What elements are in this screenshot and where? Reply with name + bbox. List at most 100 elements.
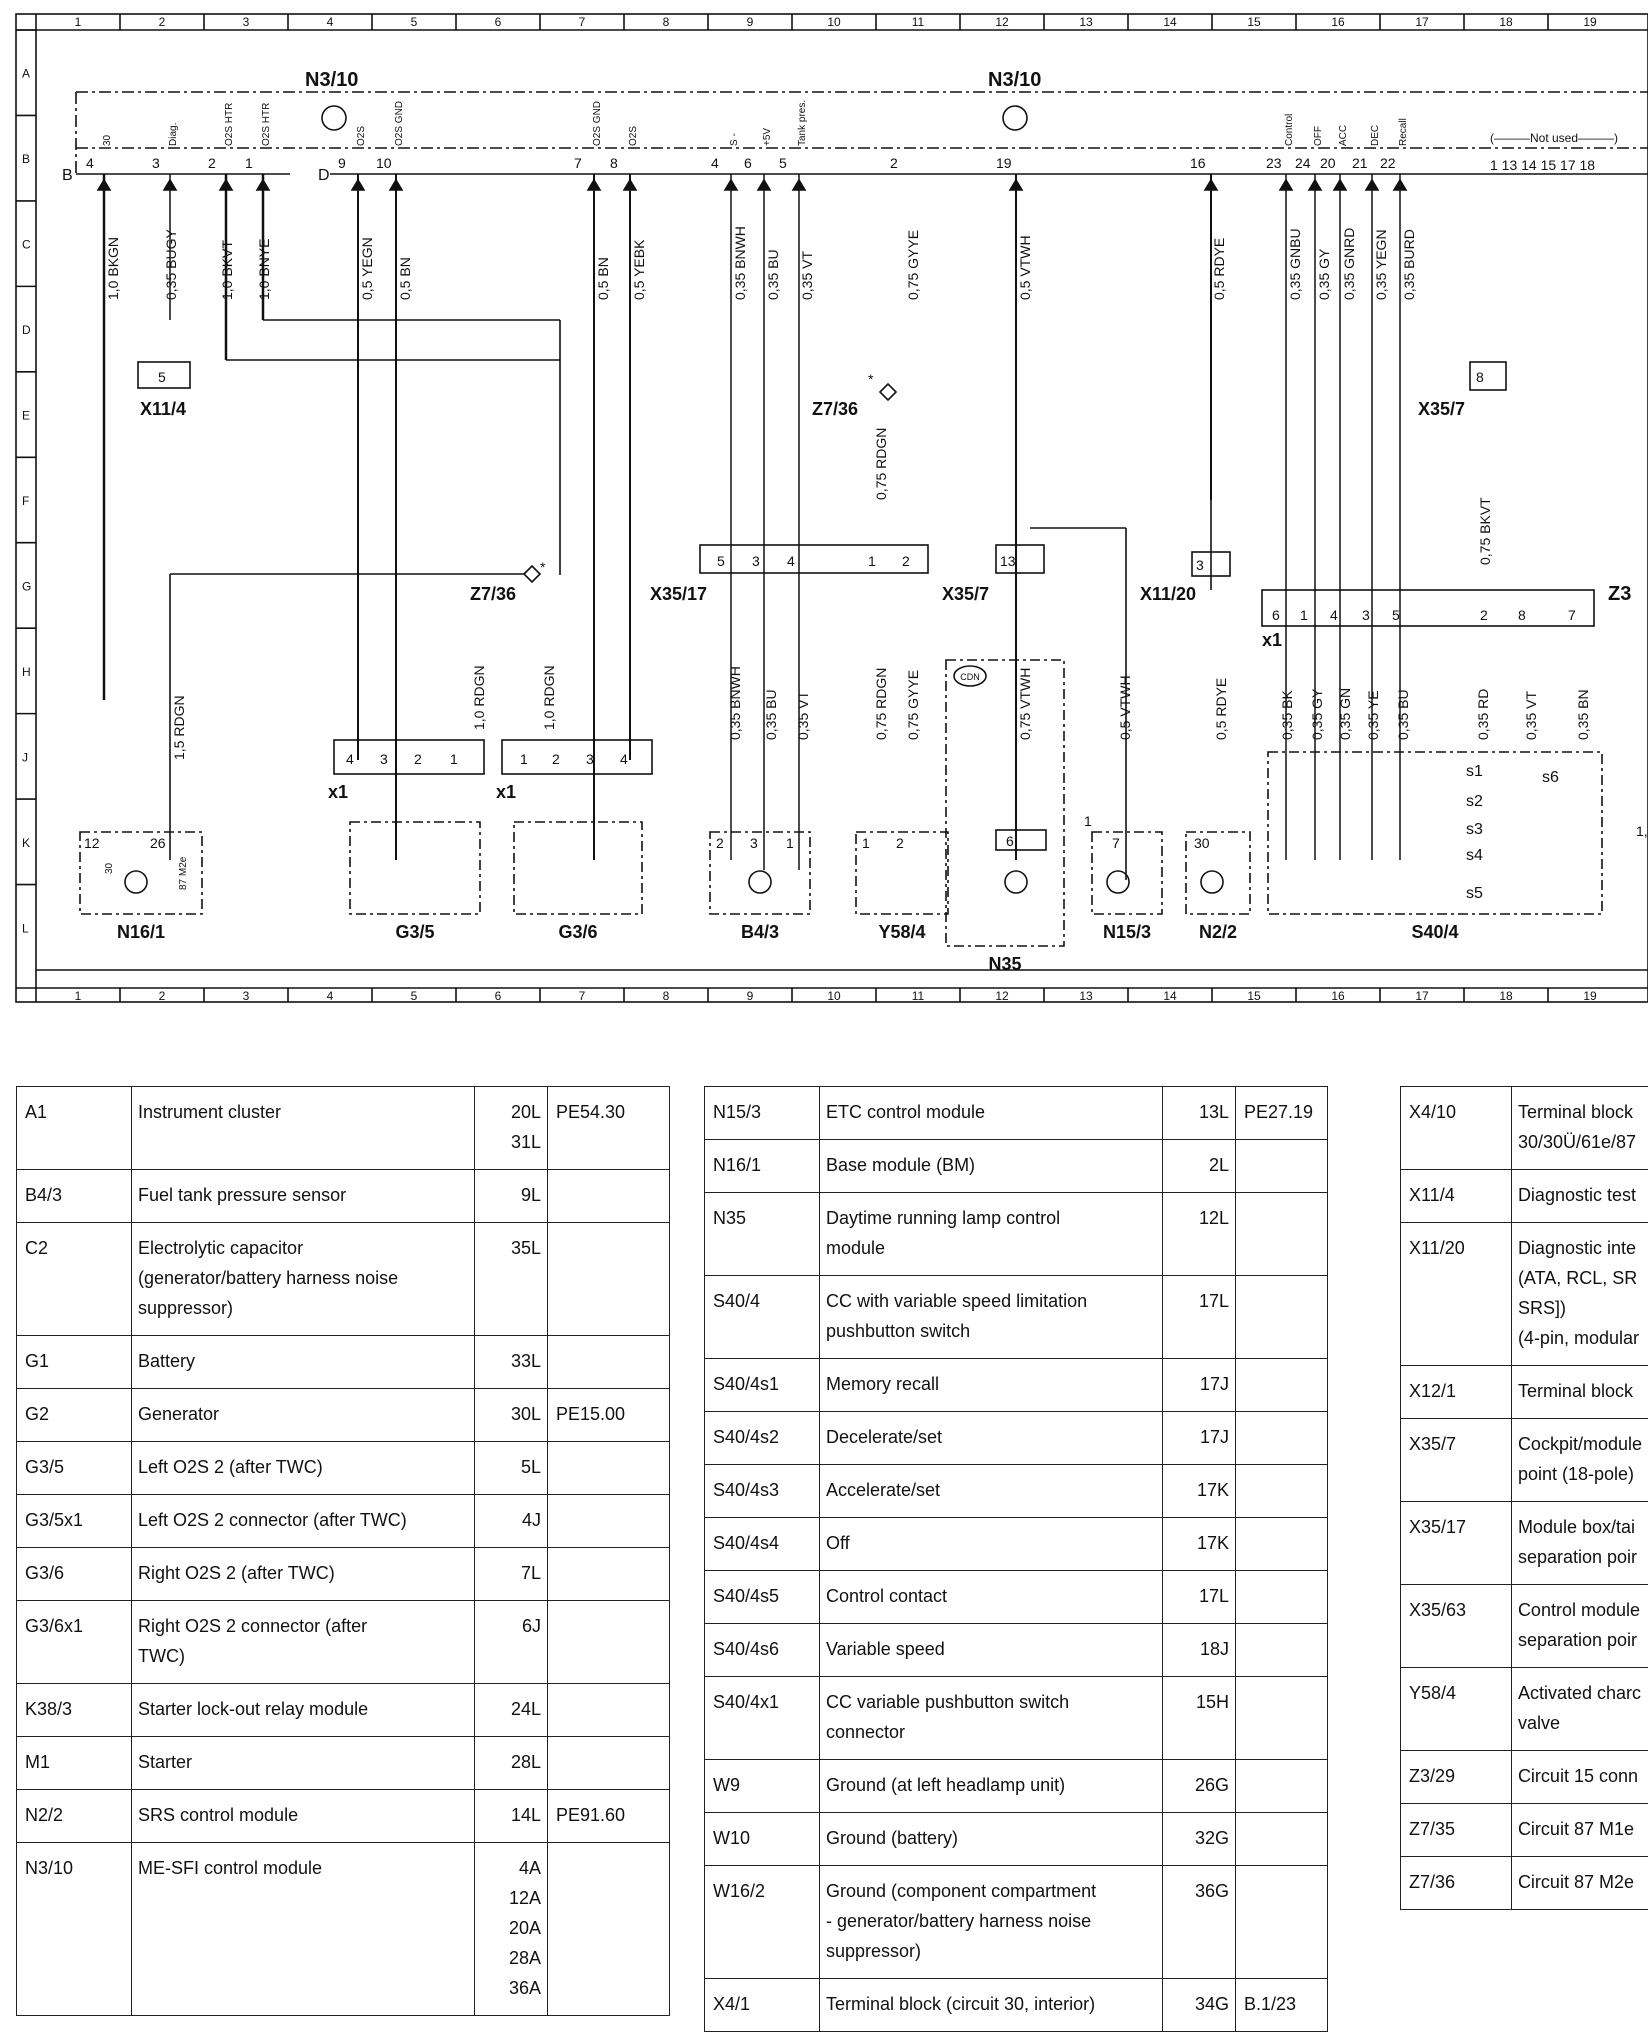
connector-pin: 2 (902, 553, 910, 569)
component-s40-4-label: S40/4 (1411, 922, 1458, 942)
legend-desc: CC with variable speed limitation pushbu… (820, 1276, 1163, 1359)
d-pin-number: 5 (779, 155, 787, 171)
b-pin-name: Diag. (168, 123, 179, 146)
grid-row-label: B (22, 152, 30, 166)
legend-code: X4/10 (1401, 1087, 1512, 1170)
legend-desc: Off (820, 1518, 1163, 1571)
wire-color-label: 1,0 RDGN (541, 665, 557, 730)
legend-ref (1236, 1813, 1328, 1866)
legend-code: S40/4s5 (705, 1571, 820, 1624)
grid-col-label: 13 (1079, 989, 1093, 1003)
grid-col-label: 4 (327, 989, 334, 1003)
switch-label: s5 (1466, 885, 1483, 902)
d-pin-number: 21 (1352, 155, 1368, 171)
legend-code: G2 (17, 1389, 132, 1442)
connector-label-z7-36: Z7/36 (812, 399, 858, 419)
star-mark: * (540, 559, 546, 575)
grid-row-label: H (22, 665, 31, 679)
grid-row-label: G (22, 579, 31, 593)
component-n16-1-label: N16/1 (117, 922, 165, 942)
legend-ref (548, 1495, 670, 1548)
legend-loc: 33L (475, 1336, 548, 1389)
d-pin-number: 10 (376, 155, 392, 171)
connector-pin: 3 (1362, 607, 1370, 623)
d-pin-number: 23 (1266, 155, 1282, 171)
legend-loc: 26G (1163, 1760, 1236, 1813)
legend-desc: Terminal block 30/30Ü/61e/87 (1511, 1087, 1648, 1170)
legend-ref: PE15.00 (548, 1389, 670, 1442)
grid-col-label: 1 (75, 15, 82, 29)
legend-desc: Decelerate/set (820, 1412, 1163, 1465)
d-pin-number: 20 (1320, 155, 1336, 171)
component-pin-box (996, 830, 1046, 850)
component-n35 (946, 660, 1064, 946)
legend-ref: PE54.30 (548, 1087, 670, 1170)
transistor-symbol (322, 106, 346, 130)
connector-pin: 2 (414, 751, 422, 767)
legend-desc: Daytime running lamp control module (820, 1193, 1163, 1276)
legend-code: W9 (705, 1760, 820, 1813)
legend-loc: 7L (475, 1548, 548, 1601)
grid-col-label: 7 (579, 15, 586, 29)
legend-desc: Accelerate/set (820, 1465, 1163, 1518)
component-g3-6 (514, 822, 642, 914)
legend-desc: Circuit 87 M1e (1511, 1804, 1648, 1857)
wire-color-label: 0,35 RD (1475, 689, 1491, 740)
grid-col-label: 5 (411, 15, 418, 29)
d-pin-number: 7 (574, 155, 582, 171)
wire-color-label: 0,35 GY (1309, 688, 1325, 740)
legend-code: C2 (17, 1223, 132, 1336)
star-mark: * (868, 371, 874, 387)
component-pin-name: 30 (104, 862, 115, 874)
legend-desc: Instrument cluster (132, 1087, 475, 1170)
component-g3-5 (350, 822, 480, 914)
connector-pin: 1 (1300, 607, 1308, 623)
legend-desc: Electrolytic capacitor (generator/batter… (132, 1223, 475, 1336)
legend-loc: 6J (475, 1601, 548, 1684)
wire-arrow (758, 180, 770, 190)
wire-arrow (725, 180, 737, 190)
grid-col-label: 3 (243, 989, 250, 1003)
wire-color-label: 1,0 RDGN (471, 665, 487, 730)
grid-col-label: 5 (411, 989, 418, 1003)
legend-desc: Terminal block (1511, 1366, 1648, 1419)
legend-code: A1 (17, 1087, 132, 1170)
component-pin: 30 (1194, 835, 1210, 851)
wire-color-label: 0,35 GN (1337, 688, 1353, 740)
legend-ref: B.1/23 (1236, 1979, 1328, 2032)
connector-label-x11-20: X11/20 (1140, 584, 1196, 604)
grid-col-label: 10 (827, 15, 841, 29)
wire-color-label: 0,35 BK (1279, 690, 1295, 740)
legend-code: G3/6x1 (17, 1601, 132, 1684)
wire-color-label: 0,35 BNWH (732, 226, 748, 300)
legend-code: Z3/29 (1401, 1751, 1512, 1804)
grid-col-label: 14 (1163, 15, 1177, 29)
legend-code: Z7/36 (1401, 1857, 1512, 1910)
wire-arrow (793, 180, 805, 190)
legend-loc: 9L (475, 1170, 548, 1223)
d-pin-number: 19 (996, 155, 1012, 171)
wire-arrow (220, 180, 232, 190)
wire-color-label: 0,75 VTWH (1017, 668, 1033, 740)
d-pin-name: S - (729, 133, 740, 146)
wire-color-label: 0,35 VT (795, 691, 811, 740)
wire-arrow (1394, 180, 1406, 190)
grid-col-label: 3 (243, 15, 250, 29)
connector-pin: 3 (1196, 557, 1204, 573)
legend-ref (548, 1223, 670, 1336)
legend-ref (548, 1336, 670, 1389)
b-pin-name: O2S HTR (224, 103, 235, 146)
legend-ref (1236, 1518, 1328, 1571)
d-pin-number: 22 (1380, 155, 1396, 171)
grid-col-label: 11 (912, 15, 925, 29)
module-title-n3-10: N3/10 (305, 69, 358, 91)
component-g3-5-label: G3/5 (395, 922, 434, 942)
